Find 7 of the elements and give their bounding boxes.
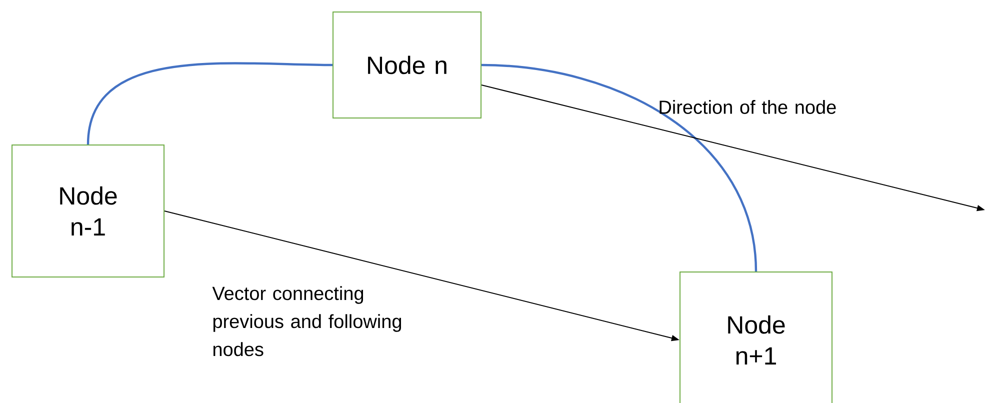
node-box: Node n-1 [12, 144, 165, 278]
edge-label: Vector connecting previous and following nodes [212, 286, 402, 356]
node-box: Node n+1 [680, 271, 832, 403]
curved-line [86, 62, 333, 145]
node-box: Node n [332, 12, 482, 118]
edge-label: Direction of the node [660, 100, 836, 114]
curved-line [481, 64, 758, 272]
